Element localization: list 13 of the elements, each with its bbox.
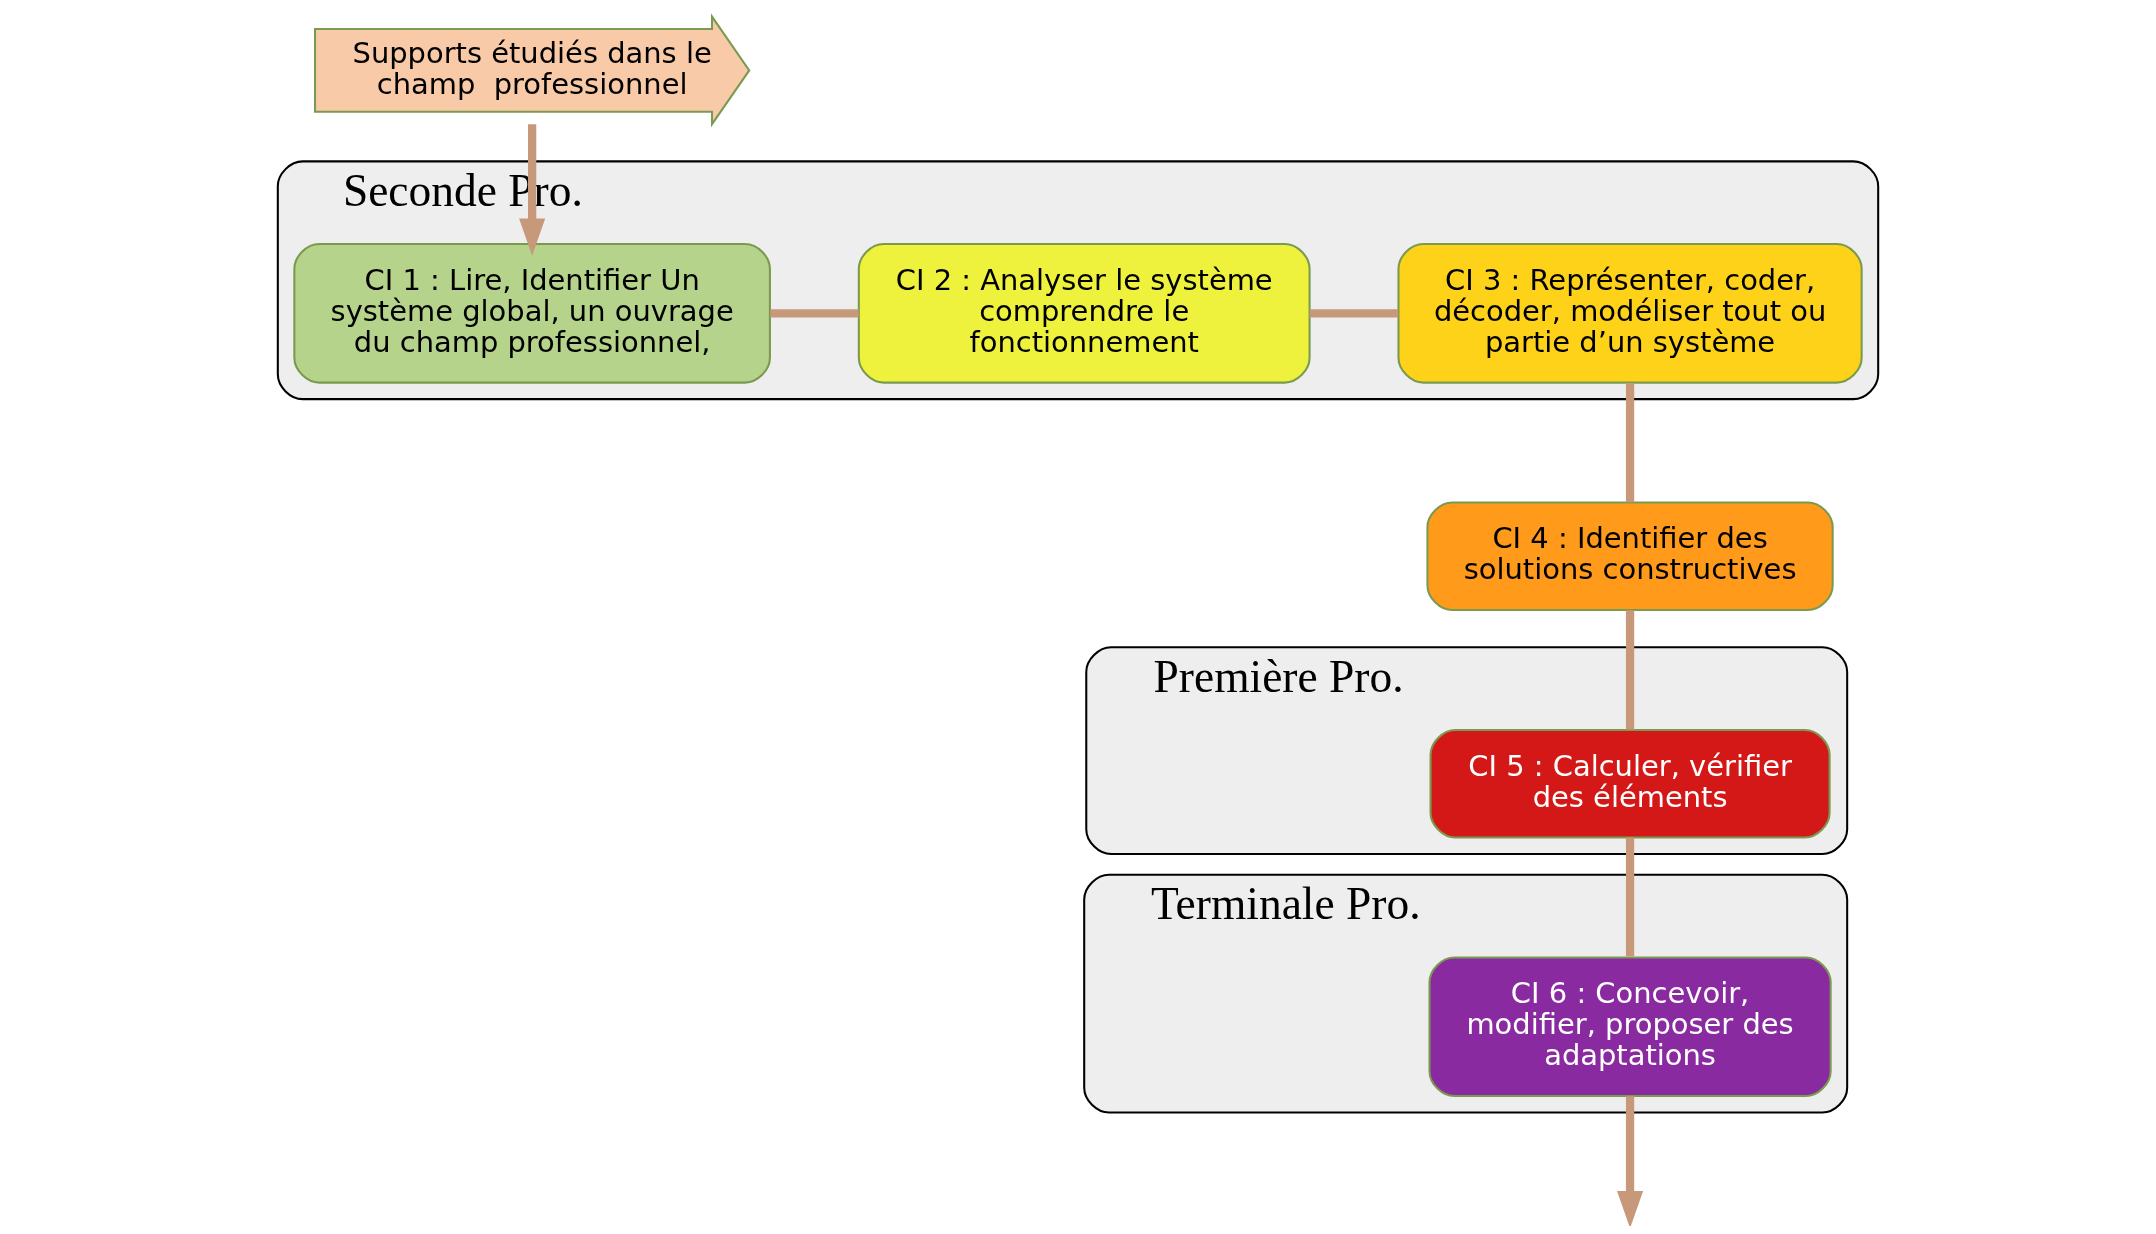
connector <box>770 309 859 318</box>
arrow <box>1617 1096 1644 1226</box>
node-box: CI 1 : Lire, Identifier Un système global, un ouvrage du champ professionnel, <box>293 243 771 384</box>
arrow <box>519 124 546 256</box>
node-box: CI 3 : Représenter, coder, décoder, modéliser tout ou partie d’un système <box>1397 243 1863 384</box>
connector <box>1625 837 1635 957</box>
node-box: CI 2 : Analyser le système comprendre le fonctionnement <box>857 243 1311 384</box>
connector <box>1625 383 1635 503</box>
connector <box>1625 610 1635 730</box>
node-box: CI 6 : Concevoir, modifier, proposer des adaptations <box>1428 956 1832 1097</box>
node-box: CI 4 : Identifier des solutions constructives <box>1426 501 1834 612</box>
node-box: CI 5 : Calculer, vérifier des éléments <box>1429 728 1831 839</box>
connector <box>1309 309 1398 318</box>
